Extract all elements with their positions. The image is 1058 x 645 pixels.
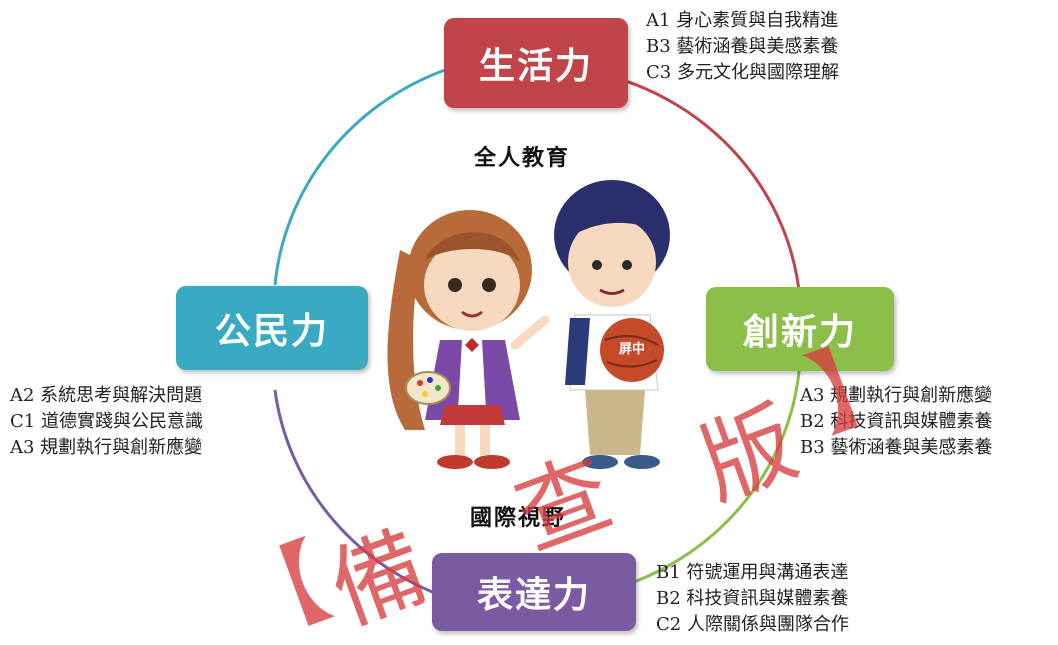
ring-arc-left-top: [273, 68, 446, 286]
skill-item: C3 多元文化與國際理解: [646, 62, 839, 83]
ball-text: 屏中: [618, 342, 645, 357]
skill-item: B1 符號運用與溝通表達: [656, 562, 849, 583]
skills-left-list: A2 系統思考與解決問題 C1 道德實踐與公民意識 A3 規劃執行與創新應變: [10, 383, 203, 461]
skill-item: B2 科技資訊與媒體素養: [800, 411, 993, 432]
ring-arc-right-bottom: [609, 359, 802, 592]
skill-item: A1 身心素質與自我精進: [646, 10, 839, 31]
skill-item: B3 藝術涵養與美感素養: [800, 437, 993, 458]
ring-arc-top-right: [605, 73, 802, 301]
girl-illustration: [387, 210, 550, 469]
node-right-box: 創新力: [706, 287, 894, 371]
node-top-box: 生活力: [444, 18, 628, 108]
skill-item: B3 藝術涵養與美感素養: [646, 36, 839, 57]
center-bottom-label: 國際視野: [470, 506, 567, 531]
skills-top-list: A1 身心素質與自我精進 B3 藝術涵養與美感素養 C3 多元文化與國際理解: [646, 8, 839, 86]
skill-item: A3 規劃執行與創新應變: [10, 437, 203, 458]
skill-item: B2 科技資訊與媒體素養: [656, 588, 849, 609]
skill-item: C1 道德實踐與公民意識: [10, 411, 203, 432]
node-left-box: 公民力: [176, 286, 368, 370]
boy-illustration: [554, 180, 670, 469]
ring-arc-bottom-left: [273, 389, 441, 597]
skill-item: A2 系統思考與解決問題: [10, 385, 203, 406]
skills-right-list: A3 規劃執行與創新應變 B2 科技資訊與媒體素養 B3 藝術涵養與美感素養: [800, 383, 992, 461]
center-top-label: 全人教育: [474, 146, 571, 171]
skill-item: C2 人際關係與團隊合作: [656, 614, 849, 635]
skills-bottom-list: B1 符號運用與溝通表達 B2 科技資訊與媒體素養 C2 人際關係與團隊合作: [656, 560, 849, 638]
skill-item: A3 規劃執行與創新應變: [800, 385, 993, 406]
node-bottom-box: 表達力: [432, 553, 636, 631]
